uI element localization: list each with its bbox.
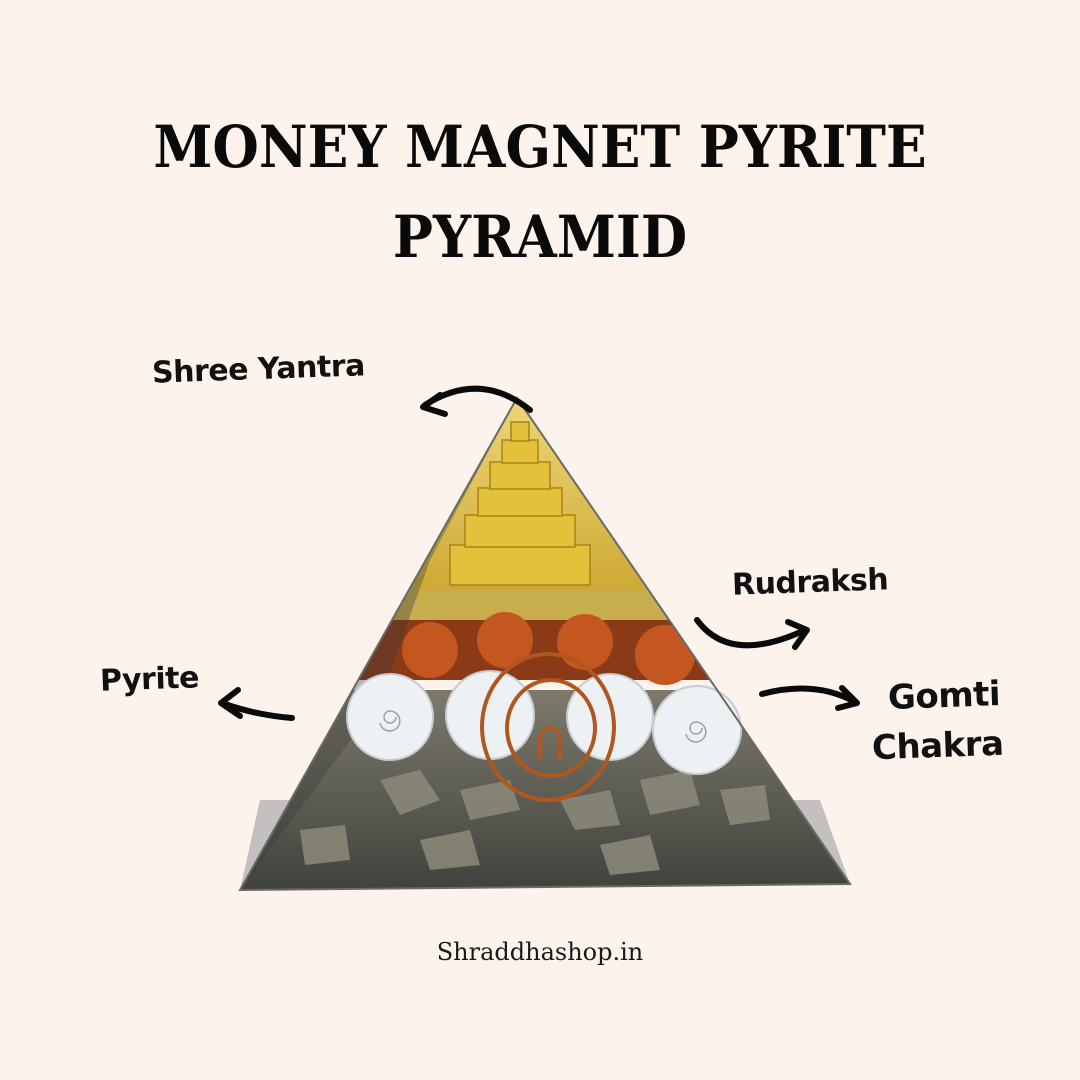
gomti-chakra-shells: [346, 670, 742, 775]
arrow-gomti: [759, 685, 858, 705]
page-title-line-1: MONEY MAGNET PYRITE: [153, 113, 927, 181]
label-pyrite: Pyrite: [99, 660, 200, 699]
website-footer: Shraddhashop.in: [436, 938, 644, 966]
label-shree-yantra: Shree Yantra: [151, 348, 366, 391]
label-gomti-line-1: Gomti: [887, 674, 1001, 718]
shree-yantra-figure: [449, 421, 591, 586]
copper-spiral: [480, 652, 616, 802]
label-gomti-line-2: Chakra: [871, 723, 1005, 769]
pyramid-outline: [238, 396, 852, 892]
page-title-line-2: PYRAMID: [392, 203, 688, 271]
label-rudraksh: Rudraksh: [731, 562, 889, 603]
arrow-rudraksh: [694, 617, 808, 649]
